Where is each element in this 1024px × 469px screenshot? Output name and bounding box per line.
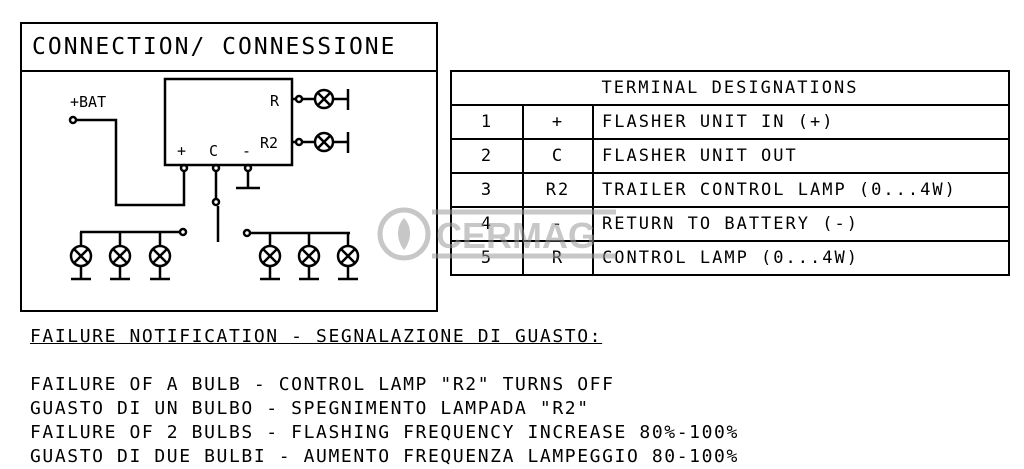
terminal-symbol: R <box>522 240 594 276</box>
failure-notification: FAILURE NOTIFICATION - SEGNALAZIONE DI G… <box>30 325 739 469</box>
r2-terminal-dot <box>294 137 304 147</box>
right-lamp-2 <box>297 244 321 281</box>
right-lamp-bank <box>242 228 360 281</box>
table-row: 2 C FLASHER UNIT OUT <box>450 138 1010 174</box>
failure-line: FAILURE OF 2 BULBS - FLASHING FREQUENCY … <box>30 422 739 443</box>
terminal-symbol: + <box>522 104 594 140</box>
terminal-description: TRAILER CONTROL LAMP (0...4W) <box>592 172 1010 208</box>
terminal-description: RETURN TO BATTERY (-) <box>592 206 1010 242</box>
table-header-row: TERMINAL DESIGNATIONS <box>450 70 1010 106</box>
terminal-description: FLASHER UNIT OUT <box>592 138 1010 174</box>
failure-line: GUASTO DI DUE BULBI - AUMENTO FREQUENZA … <box>30 446 739 467</box>
table-row: 3 R2 TRAILER CONTROL LAMP (0...4W) <box>450 172 1010 208</box>
c-terminal-dot <box>211 163 221 173</box>
terminal-c-label: C <box>209 142 218 160</box>
r-terminal-dot <box>294 94 304 104</box>
bat-label: +BAT <box>70 93 106 111</box>
right-lamp-1 <box>258 244 282 281</box>
bat-terminal-dot <box>68 115 78 125</box>
terminal-number: 1 <box>450 104 524 140</box>
right-lamp-3 <box>336 244 360 281</box>
plus-terminal-dot <box>179 163 189 173</box>
minus-terminal-dot <box>243 163 253 173</box>
terminal-number: 3 <box>450 172 524 208</box>
terminal-description: FLASHER UNIT IN (+) <box>592 104 1010 140</box>
connection-panel: CONNECTION/ CONNESSIONE <box>20 22 438 312</box>
table-row: 1 + FLASHER UNIT IN (+) <box>450 104 1010 140</box>
bat-wire <box>76 118 186 207</box>
switch-dot <box>211 197 221 207</box>
terminal-number: 5 <box>450 240 524 276</box>
left-lamp-1 <box>69 244 93 281</box>
left-lamp-bank <box>69 227 188 281</box>
terminal-r2-label: R2 <box>260 134 278 152</box>
terminal-symbol: C <box>522 138 594 174</box>
left-lamp-2 <box>108 244 132 281</box>
table-title: TERMINAL DESIGNATIONS <box>450 70 1010 106</box>
r2-lamp-x2 <box>317 135 331 149</box>
table-row: 4 - RETURN TO BATTERY (-) <box>450 206 1010 242</box>
failure-line: FAILURE OF A BULB - CONTROL LAMP "R2" TU… <box>30 374 615 395</box>
terminal-description: CONTROL LAMP (0...4W) <box>592 240 1010 276</box>
connection-schematic: R R2 + C - +BAT <box>68 77 360 281</box>
terminal-r-label: R <box>270 92 280 110</box>
failure-heading: FAILURE NOTIFICATION - SEGNALAZIONE DI G… <box>30 326 603 347</box>
terminal-symbol: - <box>522 206 594 242</box>
terminal-designations-table: TERMINAL DESIGNATIONS 1 + FLASHER UNIT I… <box>450 70 1010 276</box>
r-lamp-x2 <box>317 92 331 106</box>
terminal-symbol: R2 <box>522 172 594 208</box>
table-row: 5 R CONTROL LAMP (0...4W) <box>450 240 1010 276</box>
left-lamp-3 <box>148 244 172 281</box>
connection-title: CONNECTION/ CONNESSIONE <box>22 24 436 72</box>
terminal-number: 2 <box>450 138 524 174</box>
terminal-minus-label: - <box>242 142 251 160</box>
terminal-plus-label: + <box>177 142 186 160</box>
terminal-number: 4 <box>450 206 524 242</box>
failure-line: GUASTO DI UN BULBO - SPEGNIMENTO LAMPADA… <box>30 398 590 419</box>
flasher-unit-box <box>163 77 294 167</box>
